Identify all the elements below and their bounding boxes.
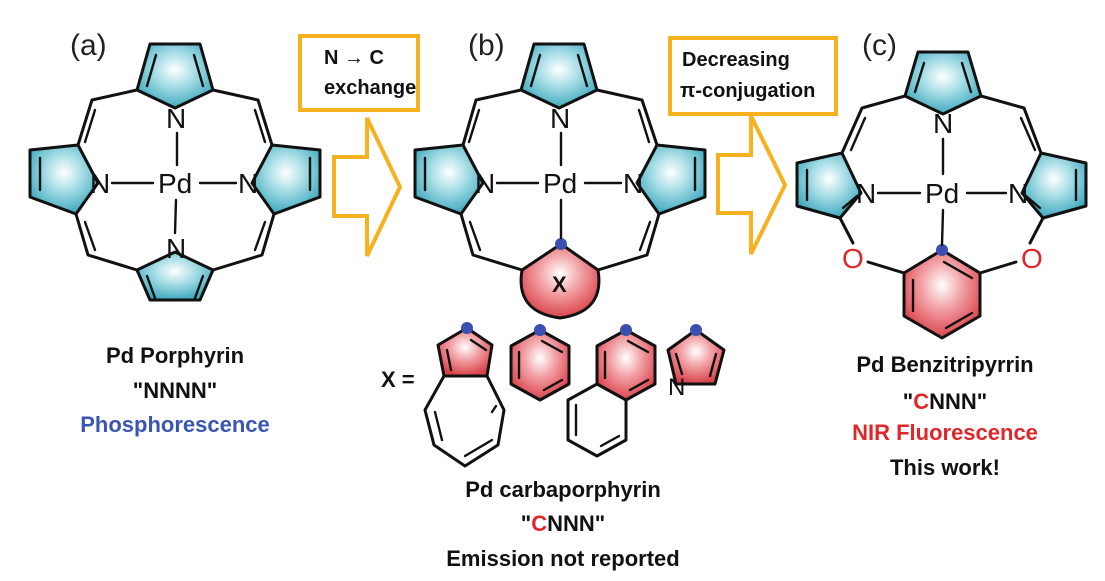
- variable-ring-x-label: X: [552, 272, 567, 297]
- x-option-pyrrole-n: N: [668, 374, 685, 401]
- x-equals-label: X =: [381, 367, 415, 392]
- atom-n-right: N: [238, 168, 258, 199]
- panel-b-code: "CNNN": [521, 511, 605, 536]
- atom-o-right: O: [1021, 243, 1043, 274]
- panel-a-label: (a): [70, 29, 107, 62]
- pyrrole-top: [903, 50, 983, 116]
- atom-n-left: N: [856, 178, 876, 209]
- pyrrole-right: [635, 143, 707, 216]
- panel-c-note: This work!: [890, 455, 1000, 480]
- panel-b-label: (b): [468, 29, 505, 62]
- pyrrole-left: [413, 143, 485, 216]
- arrow-2-line1: Decreasing: [682, 49, 790, 71]
- variable-ring-x: [519, 242, 601, 320]
- arrow-decreasing-conjugation: Decreasing π-conjugation: [668, 36, 838, 255]
- atom-pd: Pd: [543, 168, 577, 199]
- atom-n-top: N: [550, 103, 570, 134]
- atom-pd: Pd: [925, 178, 959, 209]
- panel-c-name: Pd Benzitripyrrin: [856, 352, 1033, 377]
- panel-a: (a) N N N N Pd Pd Porphyrin "NNNN" Phosp…: [28, 29, 322, 437]
- binding-carbon-dot: [555, 238, 567, 250]
- pyrrole-top: [135, 42, 215, 110]
- panel-c-label: (c): [862, 29, 897, 62]
- atom-o-left: O: [842, 243, 864, 274]
- panel-c-code: "CNNN": [903, 389, 987, 414]
- pyrrole-left: [795, 151, 863, 220]
- code-highlight-c: C: [531, 511, 547, 536]
- panel-b-name: Pd carbaporphyrin: [465, 477, 661, 502]
- arrow-1-line1: N → C: [324, 47, 384, 69]
- pyrrole-bottom: [135, 250, 215, 302]
- atom-n-left: N: [90, 168, 110, 199]
- panel-b: (b) X N N N Pd X =: [381, 29, 726, 571]
- pyrrole-right: [250, 143, 322, 216]
- pyrrole-left: [28, 143, 100, 216]
- panel-a-code: "NNNN": [133, 378, 217, 403]
- arrow-2-label-box: [668, 36, 838, 116]
- arrow-1-line2: exchange: [324, 77, 416, 99]
- atom-n-top: N: [166, 103, 186, 134]
- benzene-ring: [902, 248, 982, 340]
- pyrrole-top: [519, 42, 599, 110]
- block-arrow-1: [332, 117, 403, 257]
- arrow-n-to-c-exchange: N → C exchange: [298, 34, 420, 257]
- atom-n-bottom: N: [166, 233, 186, 264]
- atom-n-left: N: [475, 168, 495, 199]
- atom-n-right: N: [623, 168, 643, 199]
- x-option-naphthalene: [566, 324, 657, 458]
- panel-a-name: Pd Porphyrin: [106, 343, 244, 368]
- x-option-benzene: [509, 324, 571, 402]
- x-option-azulene: [423, 322, 506, 468]
- pyrrole-right: [1020, 151, 1088, 220]
- binding-carbon-dot: [936, 244, 948, 256]
- x-option-pyrrole: N: [666, 324, 726, 401]
- panel-c-property: NIR Fluorescence: [852, 420, 1038, 445]
- code-highlight-c: C: [913, 389, 929, 414]
- panel-c: (c) O O N N N Pd Pd Benzitripyrrin "C: [795, 29, 1088, 480]
- atom-n-right: N: [1008, 178, 1028, 209]
- panel-b-property: Emission not reported: [446, 546, 679, 571]
- block-arrow-2: [716, 115, 788, 255]
- atom-n-top: N: [933, 108, 953, 139]
- atom-pd: Pd: [158, 168, 192, 199]
- arrow-2-line2: π-conjugation: [680, 80, 815, 102]
- arrow-1-label-box: [298, 34, 420, 112]
- panel-a-property: Phosphorescence: [80, 412, 270, 437]
